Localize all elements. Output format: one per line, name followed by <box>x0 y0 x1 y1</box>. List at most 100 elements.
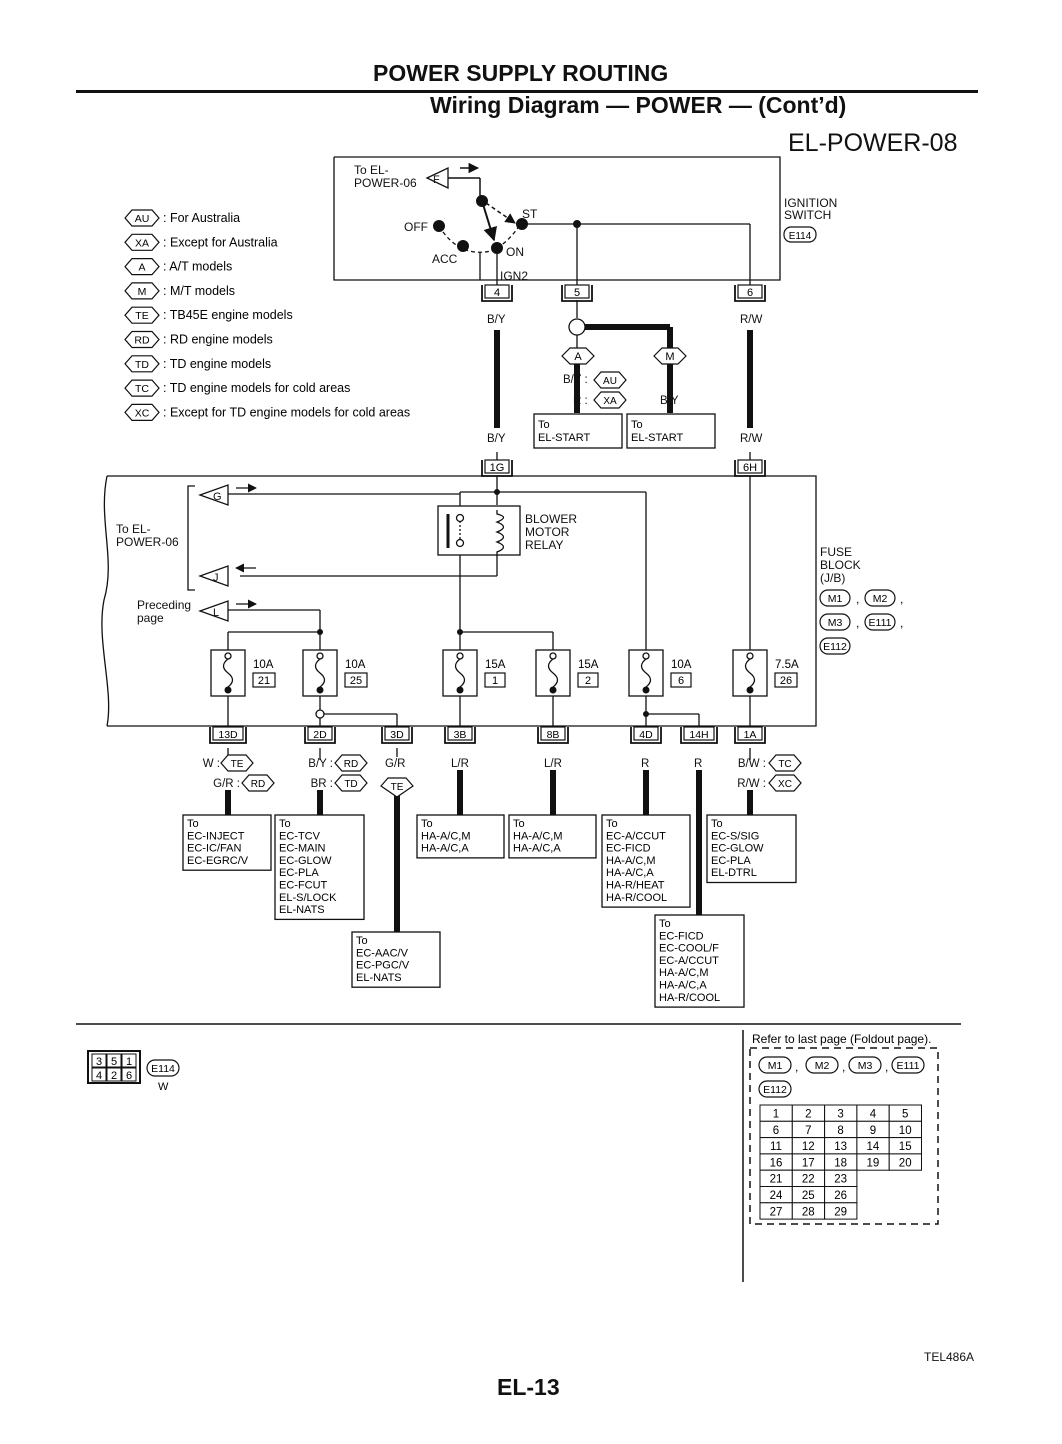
fuse-amperage: 15A <box>485 659 506 671</box>
fuse-amperage: 7.5A <box>775 659 799 671</box>
fuse-number: 2 <box>585 675 591 687</box>
legend-text-xa: : Except for Australia <box>163 235 278 249</box>
fuse-block-ref-m1-shape <box>819 589 851 607</box>
connector-14h-box <box>683 726 715 741</box>
connector-8b: 8B <box>547 729 560 741</box>
svg-text:BLOWER: BLOWER <box>525 512 577 526</box>
fuse-block-ref-e112-shape <box>819 637 851 655</box>
svg-text:POWER-06: POWER-06 <box>116 535 179 549</box>
destination-line: HA-R/COOL <box>606 892 667 904</box>
fuse-grid-number: 6 <box>773 1125 779 1137</box>
legend-code-rd: RD <box>134 335 150 347</box>
fuse-block-ref-e112: E112 <box>823 641 847 653</box>
svg-text:M: M <box>665 351 674 363</box>
refer-connector-m1-shape <box>758 1056 792 1074</box>
svg-text:IGNITION: IGNITION <box>784 196 837 210</box>
legend-text-au: : For Australia <box>163 211 240 225</box>
legend-code-au: AU <box>135 213 150 225</box>
fuse-top-terminal <box>224 652 232 660</box>
page-number: EL-13 <box>497 1374 560 1400</box>
svg-text:MOTOR: MOTOR <box>525 525 570 539</box>
refer-connector-m3-shape <box>848 1056 882 1074</box>
destination-line: To <box>606 818 618 830</box>
code-td-2d-shape <box>334 774 368 792</box>
connector-3b-bracket <box>444 727 476 744</box>
connector-3d: 3D <box>390 729 404 741</box>
svg-text:SWITCH: SWITCH <box>784 208 831 222</box>
svg-text:W :: W : <box>203 758 220 770</box>
destination-line: EL-DTRL <box>711 867 757 879</box>
destination-line: To <box>659 918 671 930</box>
fuse-grid-number: 12 <box>802 1141 815 1153</box>
svg-text:Preceding: Preceding <box>137 598 191 612</box>
destination-line: To <box>421 818 433 830</box>
page-title: POWER SUPPLY ROUTING <box>373 60 669 86</box>
fuse-top-terminal <box>316 652 324 660</box>
svg-text:ON: ON <box>506 245 524 259</box>
fuse-number-box <box>774 672 798 688</box>
connector-13d: 13D <box>218 729 238 741</box>
connector-3b: 3B <box>454 729 467 741</box>
ignition-terminal-4-bracket <box>481 285 513 302</box>
ignition-terminal-5: 5 <box>574 287 580 299</box>
fuse-grid-number: 3 <box>837 1109 843 1121</box>
legend-text-tc: : TD engine models for cold areas <box>163 381 350 395</box>
fuse-grid-number: 26 <box>834 1190 847 1202</box>
destination-box-6: ToEC-A/CCUTEC-FICDHA-A/C,MHA-A/C,AHA-R/H… <box>601 814 691 908</box>
destination-line: EC-A/CCUT <box>659 955 719 967</box>
svg-text:R/W :: R/W : <box>737 778 766 790</box>
legend-code-m: M <box>138 286 147 298</box>
code-rd-2d: RD <box>344 759 358 770</box>
legend-text-a: : A/T models <box>163 260 232 274</box>
svg-text:To: To <box>631 419 643 431</box>
destination-line: EC-S/SIG <box>711 830 759 842</box>
destination-frame <box>706 814 797 884</box>
destination-line: EC-GLOW <box>711 843 764 855</box>
destination-line: EC-FCUT <box>279 880 328 892</box>
ignition-terminal-4: 4 <box>494 287 500 299</box>
fuse-number-box <box>577 672 599 688</box>
svg-text:ACC: ACC <box>432 252 458 266</box>
destination-line: HA-A/C,M <box>513 830 563 842</box>
lower-wire-labels: W : G/R : B/Y : BR : G/R L/R L/R R R B/W… <box>203 758 766 790</box>
svg-text:A: A <box>574 351 582 363</box>
pin-cell <box>106 1053 122 1068</box>
title-rule <box>76 90 978 93</box>
refer-connector-e111-shape <box>891 1056 925 1074</box>
fuse-block-junctions <box>315 489 649 719</box>
legend-text-rd: : RD engine models <box>163 333 273 347</box>
destination-line: HA-A/C,A <box>606 867 654 879</box>
ignition-terminal-6: 6 <box>747 287 753 299</box>
fuse-bottom-terminal <box>316 686 324 694</box>
fuse-grid-cell <box>824 1202 858 1220</box>
destination-line: HA-R/COOL <box>659 992 720 1004</box>
legend-text-m: : M/T models <box>163 284 235 298</box>
fuse-number: 26 <box>780 675 792 687</box>
svg-text:L/R: L/R <box>451 758 469 770</box>
fuse-element <box>454 658 466 688</box>
destination-frame <box>351 931 441 988</box>
fuse-grid-number: 28 <box>802 1206 815 1218</box>
destination-line: EL-NATS <box>356 972 402 984</box>
start-box-1: To EL-START <box>533 413 623 449</box>
code-rd-13d-shape <box>241 774 275 792</box>
fuse-block-ref-m2: M2 <box>873 593 888 605</box>
code-td-2d: TD <box>344 779 357 790</box>
fuse-number: 1 <box>492 675 498 687</box>
fuse-amperage: 15A <box>578 659 599 671</box>
fuse-block-ref-m3-shape <box>819 613 851 631</box>
destination-line: EC-INJECT <box>187 830 245 842</box>
svg-text:R: R <box>641 758 649 770</box>
refer-connector-m1: M1 <box>768 1060 783 1072</box>
legend-code-a-shape <box>124 258 160 276</box>
